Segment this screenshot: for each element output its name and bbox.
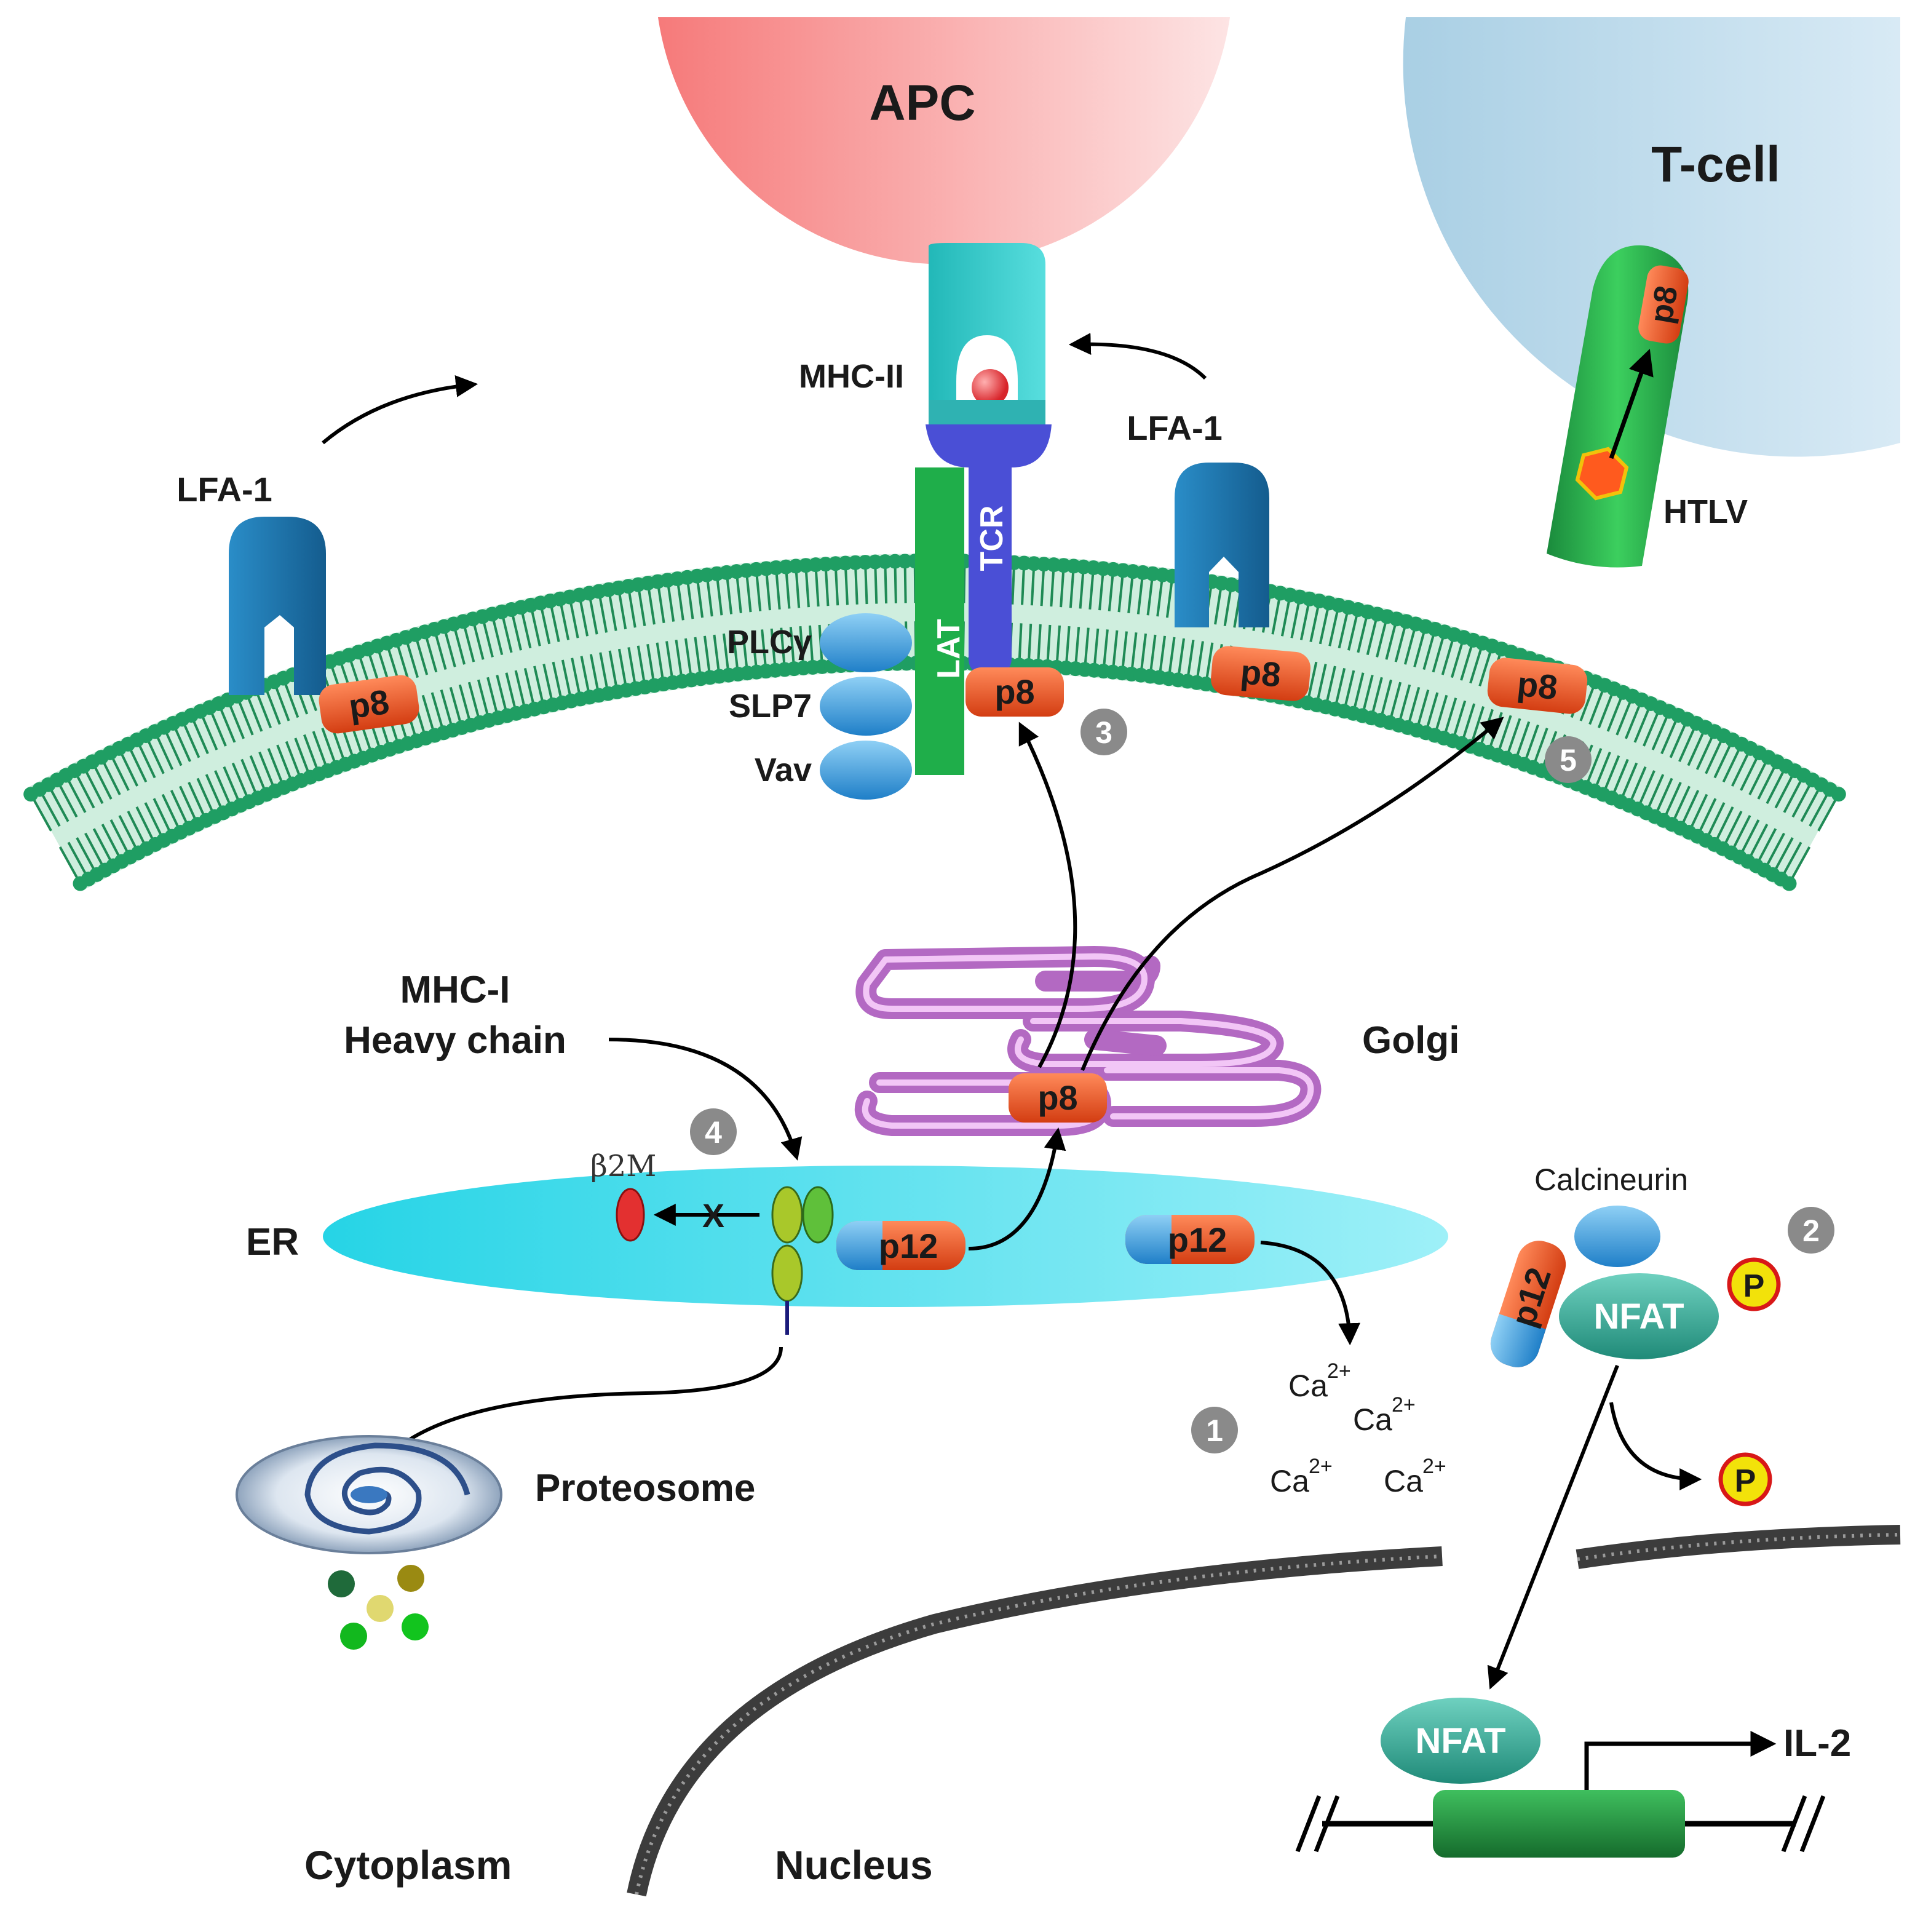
block-mark: X [702,1198,724,1234]
nfat-cytoplasmic-label: NFAT [1593,1297,1684,1337]
proteosome-label: Proteosome [535,1467,755,1509]
svg-text:2: 2 [1802,1214,1820,1248]
lfa1-left-label: LFA-1 [176,470,272,509]
svg-text:p8: p8 [346,682,391,726]
calcium-ion-2: Ca 2+ [1353,1393,1416,1437]
svg-text:p8: p8 [994,672,1034,711]
lat-label: LAT [931,619,967,678]
step-4: 4 [690,1108,737,1155]
slp7-label: SLP7 [729,688,812,725]
calcium-ion-3: Ca 2+ [1270,1455,1333,1498]
il2-gene [1433,1790,1685,1858]
calcium-ion-1: Ca 2+ [1288,1359,1351,1403]
calcium-ion-4: Ca 2+ [1384,1455,1446,1498]
svg-text:p12: p12 [879,1226,938,1265]
p12-er-left: p12 [836,1221,965,1270]
calcineurin-protein [1574,1206,1660,1267]
phospho-icon-free: P [1721,1455,1770,1504]
svg-text:2+: 2+ [1422,1455,1446,1478]
vav-label: Vav [755,752,812,789]
svg-text:p8: p8 [1515,664,1560,707]
arrow-lfa1-right [1073,344,1205,378]
cytoplasm-label: Cytoplasm [304,1842,512,1888]
lipid-head [1831,787,1846,801]
mhc1-label-line2: Heavy chain [344,1019,566,1062]
svg-text:p12: p12 [1168,1220,1227,1259]
svg-text:p8: p8 [1037,1078,1077,1117]
svg-text:Ca: Ca [1384,1464,1423,1498]
lfa1-right-label: LFA-1 [1127,408,1223,447]
arrow-transcription [1587,1744,1771,1790]
golgi-label: Golgi [1362,1019,1459,1062]
step-2: 2 [1788,1207,1834,1254]
il2-label: IL-2 [1783,1722,1851,1765]
peptide-fragments [328,1565,429,1650]
svg-text:4: 4 [705,1115,722,1150]
tcell-label: T-cell [1651,137,1780,193]
plcg-label: PLCγ [727,624,812,661]
svg-text:2+: 2+ [1309,1455,1333,1478]
lipid-head [1782,876,1796,891]
phospho-icon-bound: P [1729,1260,1778,1309]
nuclear-envelope-right [1577,1535,1900,1559]
nfat-nuclear-label: NFAT [1415,1721,1505,1761]
plcg-protein [820,613,912,672]
lfa1-left [229,517,326,695]
step-5: 5 [1545,736,1592,783]
svg-text:Ca: Ca [1353,1402,1392,1437]
p12-calcineurin: p12 [1485,1235,1572,1373]
nucleus-label: Nucleus [775,1842,933,1888]
svg-text:1: 1 [1206,1413,1223,1448]
htlv-label: HTLV [1663,493,1748,530]
p12-er-right: p12 [1125,1215,1255,1264]
svg-text:P: P [1743,1268,1765,1304]
svg-text:5: 5 [1560,743,1577,777]
er-label: ER [246,1221,299,1263]
apc-label: APC [869,75,975,131]
b2m-icon [617,1189,644,1241]
svg-text:Ca: Ca [1270,1464,1309,1498]
arrow-nfat-translocation [1491,1366,1617,1685]
arrow-lfa1-left [323,384,474,443]
slp7-protein [820,677,912,736]
p8-membrane-htlv: p8 [1486,656,1588,715]
proteosome-core [351,1486,387,1503]
calcineurin-label: Calcineurin [1534,1163,1688,1197]
b2m-label: β2M [590,1149,656,1183]
step-3: 3 [1080,709,1127,755]
step-1: 1 [1191,1407,1238,1453]
svg-text:Ca: Ca [1288,1369,1328,1403]
mhc2-label: MHC-II [799,358,904,395]
apc-cell [658,17,1230,264]
p8-lfa1-right: p8 [1210,645,1312,702]
p8-tcr: p8 [965,667,1064,717]
svg-text:p12: p12 [1503,1263,1558,1331]
vav-protein [820,741,912,800]
mhc2-base [929,400,1045,424]
p8-golgi: p8 [1009,1073,1107,1123]
svg-text:P: P [1735,1463,1756,1499]
svg-text:p8: p8 [1239,652,1283,694]
tcr-label: TCR [974,506,1010,571]
svg-text:3: 3 [1095,715,1112,750]
svg-text:2+: 2+ [1327,1359,1351,1383]
svg-text:p8: p8 [1643,283,1685,326]
svg-text:2+: 2+ [1392,1393,1416,1417]
mhc1-label-line1: MHC-I [400,969,510,1011]
arrow-dephospho [1611,1402,1697,1479]
